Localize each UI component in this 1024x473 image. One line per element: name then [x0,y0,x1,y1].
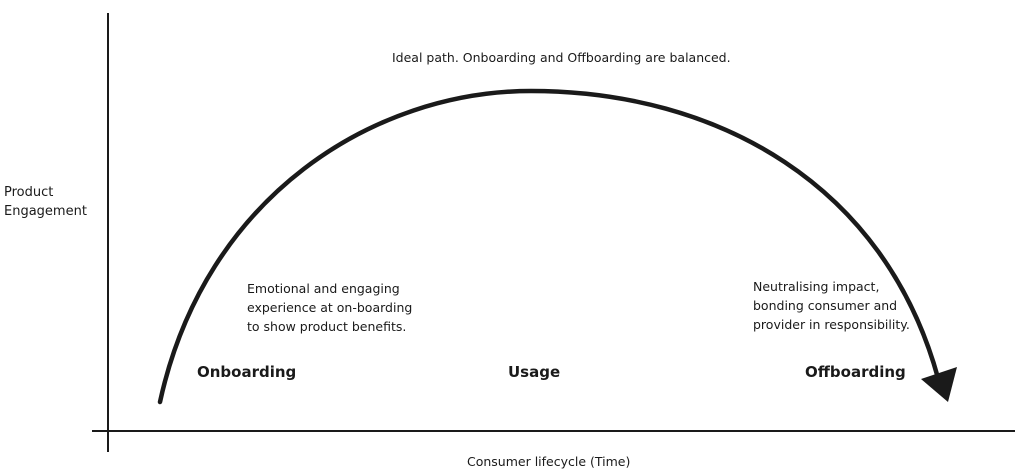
onboarding-note: Emotional and engaging experience at on-… [247,279,412,336]
offboarding-note: Neutralising impact, bonding consumer an… [753,277,910,334]
onboarding-note-line-1: Emotional and engaging [247,281,400,296]
phase-onboarding: Onboarding [197,363,297,381]
y-axis-label: Product Engagement [4,183,87,221]
offboarding-note-line-2: bonding consumer and [753,298,898,313]
ideal-path-arc [157,88,941,405]
y-axis-label-line-1: Product [4,185,54,200]
phase-offboarding: Offboarding [805,363,906,381]
offboarding-note-line-1: Neutralising impact, [753,279,880,294]
onboarding-note-line-2: experience at on-boarding [247,300,413,315]
y-axis-label-line-2: Engagement [4,204,87,219]
x-axis-label: Consumer lifecycle (Time) [467,454,631,469]
phase-usage: Usage [508,363,561,381]
offboarding-note-line-3: provider in responsibility. [753,317,910,332]
onboarding-note-line-3: to show product benefits. [247,319,407,334]
arrow-head [921,367,957,402]
ideal-path-annotation: Ideal path. Onboarding and Offboarding a… [392,50,731,65]
